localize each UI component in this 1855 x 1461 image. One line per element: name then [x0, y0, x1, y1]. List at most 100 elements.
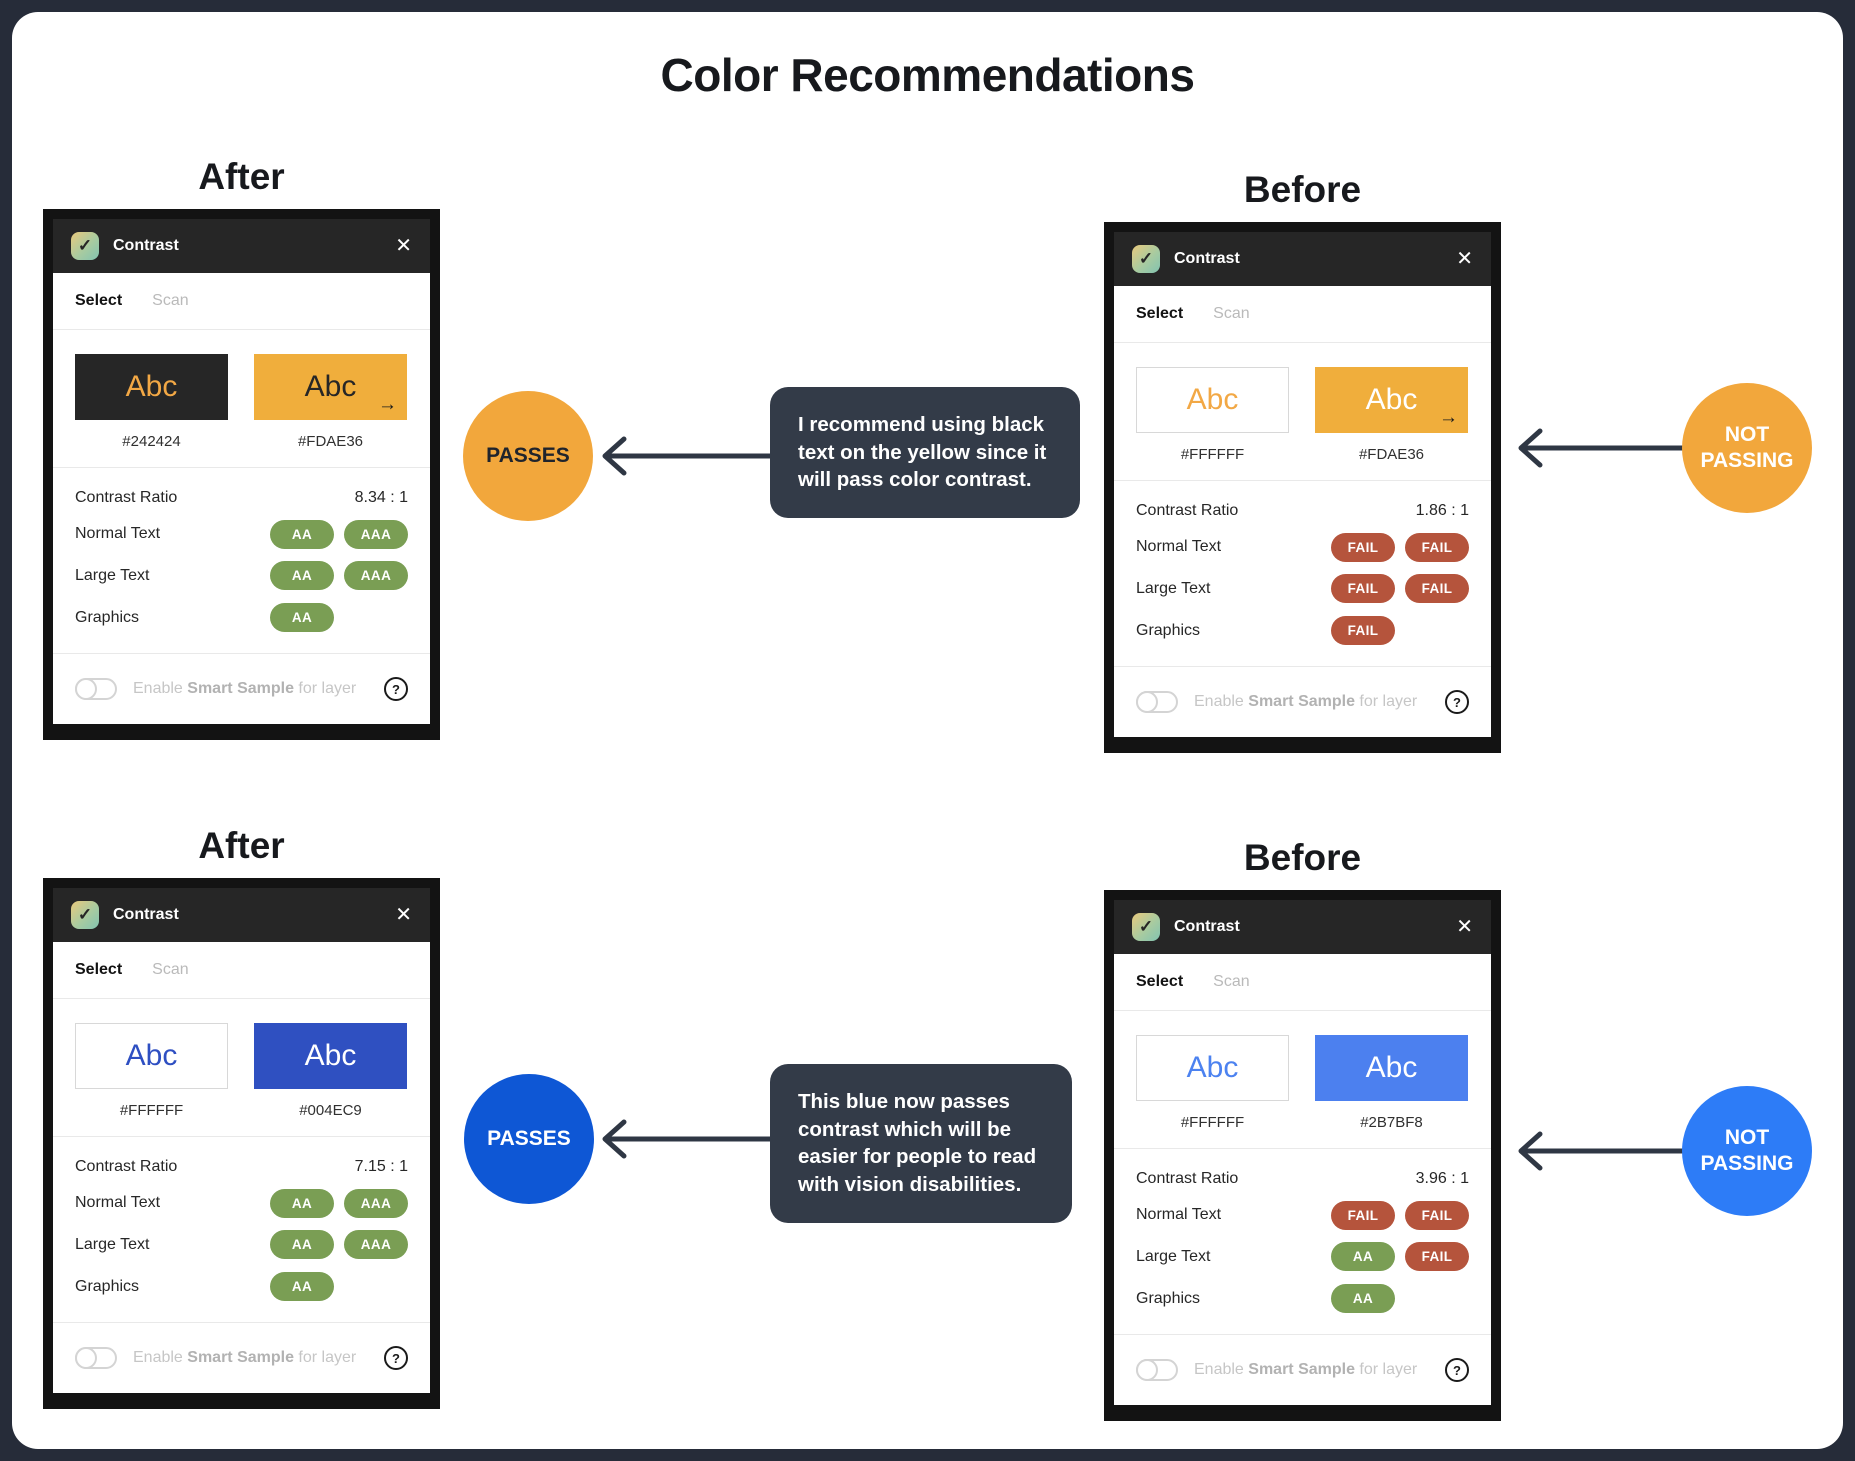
panel-title: Contrast	[1174, 250, 1240, 267]
close-icon[interactable]: ✕	[1456, 248, 1473, 270]
close-icon[interactable]: ✕	[1456, 916, 1473, 938]
close-icon[interactable]: ✕	[395, 904, 412, 926]
status-badge: FAIL	[1405, 1242, 1469, 1272]
badge-group: AA AAA	[270, 1188, 408, 1218]
help-icon[interactable]: ?	[384, 1346, 408, 1370]
foreground-swatch[interactable]: Abc	[1136, 367, 1289, 433]
contrast-ratio-label: Contrast Ratio	[1136, 1169, 1239, 1187]
row-label: Large Text	[75, 566, 150, 584]
contrast-panel-before-yellow: ✓ Contrast ✕ Select Scan Abc #FFFFFF Abc…	[1104, 222, 1501, 753]
tab-select[interactable]: Select	[75, 961, 123, 978]
status-badge: FAIL	[1405, 532, 1469, 562]
tab-bar: Select Scan	[1114, 954, 1491, 1011]
stats-section: Contrast Ratio 3.96 : 1 Normal Text FAIL…	[1114, 1149, 1491, 1335]
contrast-ratio-row: Contrast Ratio 8.34 : 1	[75, 489, 408, 507]
foreground-swatch[interactable]: Abc	[75, 1023, 228, 1089]
row-label: Normal Text	[75, 525, 161, 543]
not-passing-circle-badge: NOT PASSING	[1682, 1086, 1812, 1216]
badge-group: AA	[1331, 1284, 1469, 1314]
smart-sample-toggle[interactable]	[1136, 691, 1178, 713]
swap-arrow-icon[interactable]: →	[1439, 407, 1458, 428]
help-icon[interactable]: ?	[1445, 1358, 1469, 1382]
contrast-ratio-value: 8.34 : 1	[354, 488, 408, 506]
row-label: Graphics	[75, 1277, 140, 1295]
badge-group: FAIL FAIL	[1331, 532, 1469, 562]
check-icon: ✓	[77, 236, 93, 255]
background-swatch[interactable]: Abc	[254, 1023, 407, 1089]
swatch-sample-text: Abc	[125, 1039, 178, 1072]
swatch-column: Abc #004EC9	[254, 1023, 407, 1119]
swatch-section: Abc #FFFFFF Abc #004EC9	[53, 999, 430, 1137]
tab-scan[interactable]: Scan	[152, 292, 189, 309]
smart-sample-toggle[interactable]	[75, 1347, 117, 1369]
hex-label: #242424	[122, 433, 181, 450]
contrast-ratio-value: 3.96 : 1	[1415, 1169, 1469, 1187]
tab-bar: Select Scan	[53, 273, 430, 330]
swatch-column: Abc #242424	[75, 354, 228, 450]
swatch-column: Abc → #FDAE36	[254, 354, 407, 450]
background-swatch[interactable]: Abc →	[254, 354, 407, 420]
hex-label: #FFFFFF	[119, 1102, 184, 1119]
tab-scan[interactable]: Scan	[1213, 973, 1250, 990]
row-label: Large Text	[1136, 579, 1211, 597]
panel-title: Contrast	[1174, 918, 1240, 935]
heading-before-top: Before	[1243, 169, 1362, 210]
tab-select[interactable]: Select	[1136, 305, 1184, 322]
hex-label: #FFFFFF	[1180, 446, 1245, 463]
tab-scan[interactable]: Scan	[1213, 305, 1250, 322]
hex-label: #2B7BF8	[1360, 1114, 1423, 1131]
tab-select[interactable]: Select	[1136, 973, 1184, 990]
status-badge: FAIL	[1331, 574, 1395, 604]
close-icon[interactable]: ✕	[395, 235, 412, 257]
smart-sample-toggle[interactable]	[1136, 1359, 1178, 1381]
hex-label: #FDAE36	[297, 433, 364, 450]
tab-scan[interactable]: Scan	[152, 961, 189, 978]
status-badge: AAA	[344, 561, 408, 591]
panel-header: ✓ Contrast ✕	[53, 219, 430, 273]
heading-after-top: After	[198, 156, 285, 197]
status-badge: AA	[270, 561, 334, 591]
status-badge: AAA	[344, 1230, 408, 1260]
row-label: Graphics	[1136, 621, 1201, 639]
contrast-panel-before-blue: ✓ Contrast ✕ Select Scan Abc #FFFFFF Abc…	[1104, 890, 1501, 1421]
normal-text-row: Normal Text FAIL FAIL	[1136, 532, 1469, 562]
swatch-column: Abc #2B7BF8	[1315, 1035, 1468, 1131]
smart-sample-toggle[interactable]	[75, 678, 117, 700]
row-label: Normal Text	[75, 1194, 161, 1212]
status-badge: AA	[270, 1188, 334, 1218]
status-badge: AA	[270, 519, 334, 549]
help-icon[interactable]: ?	[384, 677, 408, 701]
smart-sample-label: Enable Smart Sample for layer	[1194, 1361, 1418, 1378]
toggle-knob	[75, 1347, 97, 1369]
stats-section: Contrast Ratio 1.86 : 1 Normal Text FAIL…	[1114, 481, 1491, 667]
status-badge: AA	[1331, 1284, 1395, 1314]
check-icon: ✓	[77, 905, 93, 924]
tab-select[interactable]: Select	[75, 292, 123, 309]
contrast-ratio-row: Contrast Ratio 7.15 : 1	[75, 1158, 408, 1176]
background-swatch[interactable]: Abc →	[1315, 367, 1468, 433]
badge-group: AA	[270, 1272, 408, 1302]
swatch-column: Abc #FFFFFF	[1136, 1035, 1289, 1131]
stats-section: Contrast Ratio 8.34 : 1 Normal Text AA A…	[53, 468, 430, 654]
panel-footer: Enable Smart Sample for layer ?	[53, 1323, 430, 1393]
background-swatch[interactable]: Abc	[1315, 1035, 1468, 1101]
page-title: Color Recommendations	[660, 49, 1195, 101]
hex-label: #FFFFFF	[1180, 1114, 1245, 1131]
hex-label: #FDAE36	[1358, 446, 1425, 463]
help-icon[interactable]: ?	[1445, 690, 1469, 714]
large-text-row: Large Text AA AAA	[75, 1230, 408, 1260]
row-label: Graphics	[75, 608, 140, 626]
swatch-sample-text: Abc	[1365, 383, 1418, 416]
badge-group: AA AAA	[270, 561, 408, 591]
swap-arrow-icon[interactable]: →	[378, 394, 397, 415]
stats-section: Contrast Ratio 7.15 : 1 Normal Text AA A…	[53, 1137, 430, 1323]
foreground-swatch[interactable]: Abc	[1136, 1035, 1289, 1101]
panel-title: Contrast	[113, 237, 179, 254]
contrast-ratio-row: Contrast Ratio 3.96 : 1	[1136, 1170, 1469, 1188]
swatch-section: Abc #FFFFFF Abc #2B7BF8	[1114, 1011, 1491, 1149]
contrast-app-icon: ✓	[71, 901, 99, 929]
foreground-swatch[interactable]: Abc	[75, 354, 228, 420]
swatch-column: Abc #FFFFFF	[75, 1023, 228, 1119]
swatch-sample-text: Abc	[1186, 1051, 1239, 1084]
status-badge: AA	[270, 1272, 334, 1302]
